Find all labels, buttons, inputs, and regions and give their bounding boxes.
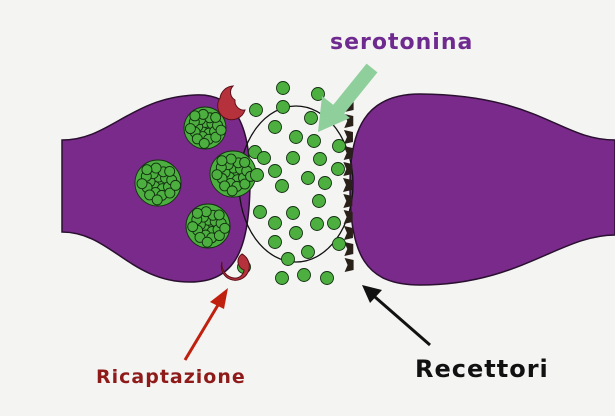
serotonin-molecule [211,169,223,181]
receptor [344,258,354,272]
serotonin-molecule [253,205,267,219]
serotonin-molecule [275,271,289,285]
serotonin-molecule [281,252,295,266]
receptor [343,162,353,176]
serotonin-molecule [332,139,346,153]
receptor [343,194,353,208]
serotonin-molecule [320,271,334,285]
free-serotonin [237,81,346,285]
serotonin-molecule [276,81,290,95]
reuptake-arrow-icon [183,288,228,361]
serotonin-molecule [191,207,203,219]
serotonin-molecule [201,236,213,248]
serotonin-molecule [331,162,345,176]
serotonin-molecule [275,179,289,193]
serotonin-molecule [268,216,282,230]
receptor [343,130,353,144]
serotonin-molecule [310,217,324,231]
receptors-arrow-icon [362,285,431,347]
serotonin-molecule [301,171,315,185]
serotonin-molecule [332,237,346,251]
receptor [343,178,352,192]
serotonin-molecule [213,230,225,242]
serotonin-molecule [249,103,263,117]
serotonin-molecule [311,87,325,101]
serotonin-molecule [219,180,231,192]
serotonin-molecule [239,156,251,168]
serotonin-molecule [268,164,282,178]
serotonin-molecule [150,162,162,174]
postsynaptic-neuron [349,93,615,286]
serotonin-molecule [189,110,201,122]
serotonin-molecule [219,222,231,234]
reuptake-transporter-top [217,85,246,121]
serotonin-molecule [210,111,222,123]
receptor [343,226,353,240]
serotonin-molecule [215,124,227,136]
serotonin-molecule [170,179,182,191]
serotonin-molecule [225,153,237,165]
serotonin-molecule [276,100,290,114]
serotonin-molecule [216,155,228,167]
serotonin-molecule [286,206,300,220]
serotonin-molecule [289,226,303,240]
serotonin-molecule [313,152,327,166]
serotonin-molecule [226,185,238,197]
receptors-label: Recettori [415,355,549,383]
serotonin-molecule [301,245,315,259]
serotonin-molecule [198,137,210,149]
serotonin-molecule [136,178,148,190]
serotonin-molecule [164,165,176,177]
serotonin-molecule [268,235,282,249]
receptor [343,210,353,224]
serotonin-molecule [151,194,163,206]
serotonin-molecule [257,151,271,165]
serotonin-molecule [141,164,153,176]
serotonin-molecule [213,209,225,221]
receptor [344,242,354,256]
reuptake-transporter-bottom [220,253,250,281]
serotonin-molecule [286,151,300,165]
serotonin-arrow-icon [318,63,378,132]
serotonin-molecule [312,194,326,208]
serotonin-molecule [304,111,318,125]
serotonin-molecule [144,189,156,201]
serotonin-molecule [164,187,176,199]
serotonin-molecule [289,130,303,144]
serotonin-molecule [239,178,251,190]
serotonin-molecule [200,206,212,218]
serotonin-molecule [307,134,321,148]
serotonin-molecule [268,120,282,134]
serotonin-label: serotonina [330,30,474,55]
serotonin-molecule [250,168,264,182]
serotonin-molecule [318,176,332,190]
serotonin-molecule [184,123,196,135]
reuptake-label: Ricaptazione [96,366,246,388]
receptor [343,146,353,160]
vesicles [134,106,257,249]
serotonin-molecule [327,216,341,230]
serotonin-molecule [187,221,199,233]
serotonin-molecule [297,268,311,282]
